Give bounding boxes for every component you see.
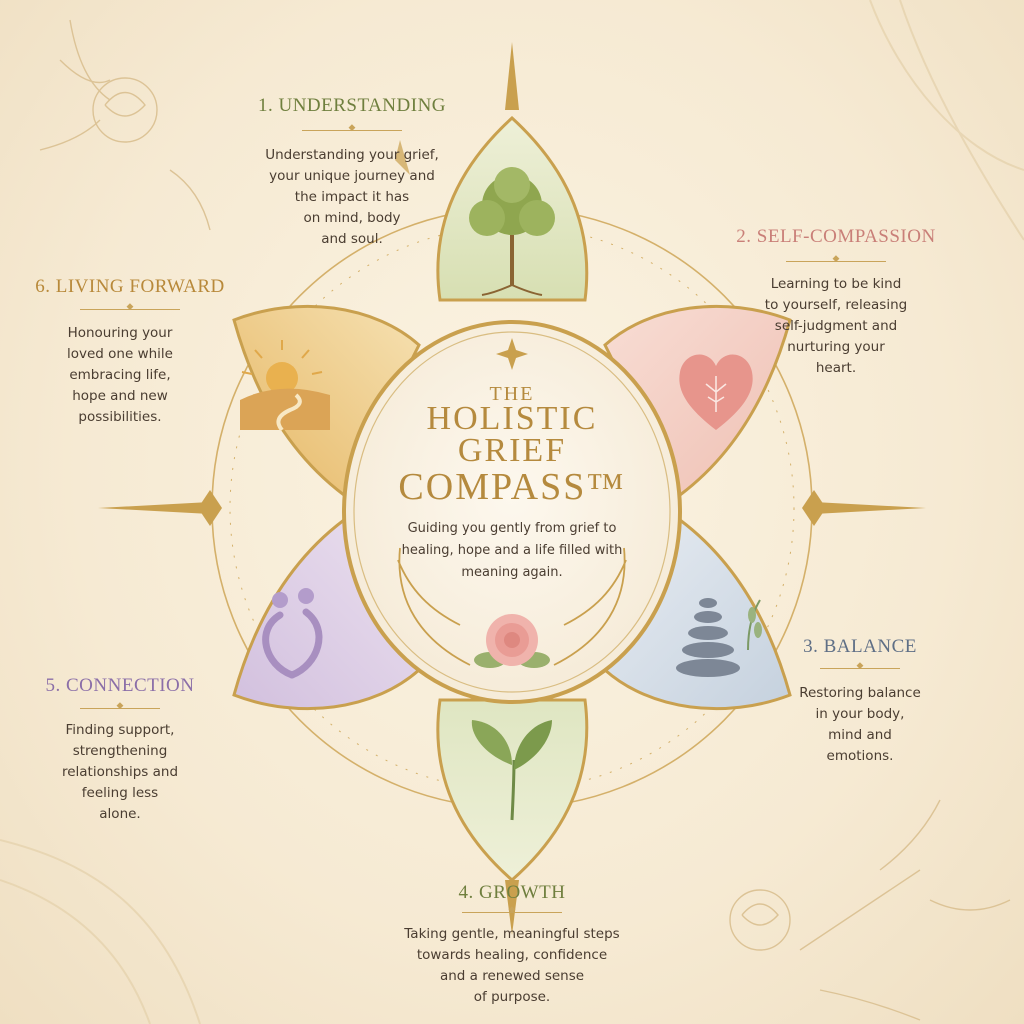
rose-line-art-icon xyxy=(39,19,211,231)
pillar-living-forward-label: 6. LIVING FORWARD xyxy=(20,276,240,298)
pillar-title: 3. BALANCE xyxy=(803,636,917,657)
pillar-title: 1. UNDERSTANDING xyxy=(257,95,447,116)
pillar-growth-label: 4. GROWTH xyxy=(382,882,642,904)
pillar-title: 6. LIVING FORWARD xyxy=(35,276,225,297)
pillar-growth-text: Taking gentle, meaningful steps towards … xyxy=(404,926,620,1005)
center-medallion xyxy=(342,320,682,704)
title-divider xyxy=(786,261,886,262)
tree-icon xyxy=(469,167,555,296)
pillar-balance-text: Restoring balance in your body, mind and… xyxy=(799,685,921,764)
rose-line-art-icon xyxy=(729,799,1011,1021)
pillar-title: 4. GROWTH xyxy=(458,882,566,903)
petal-self-compassion xyxy=(603,304,792,498)
petal-living-forward xyxy=(232,304,421,498)
center-tagline: Guiding you gently from grief to healing… xyxy=(401,521,623,580)
pillar-living-forward-text: Honouring your loved one while embracing… xyxy=(67,325,173,425)
stacked-stones-icon xyxy=(676,598,762,677)
title-divider xyxy=(462,912,562,913)
hands-rose-icon xyxy=(397,547,627,668)
center-title-line4: COMPASS™ xyxy=(398,466,626,508)
pillar-self-compassion-text: Learning to be kind to yourself, releasi… xyxy=(764,276,908,376)
pillar-understanding-text: Understanding your grief, your unique jo… xyxy=(265,147,439,247)
center-title-line3: GRIEF xyxy=(457,432,567,469)
title-divider xyxy=(80,708,160,709)
compass-needles xyxy=(98,42,926,935)
petal-balance xyxy=(603,517,792,711)
star-icon xyxy=(496,338,528,370)
pillar-title: 2. SELF-COMPASSION xyxy=(736,226,936,247)
petal-connection xyxy=(232,517,421,711)
center-title-line1: THE xyxy=(489,383,535,405)
pillar-understanding-label: 1. UNDERSTANDING xyxy=(232,95,472,117)
title-divider xyxy=(302,130,402,131)
pillar-connection-label: 5. CONNECTION xyxy=(30,675,210,697)
sprout-icon xyxy=(471,720,552,821)
pillar-self-compassion-label: 2. SELF-COMPASSION xyxy=(716,226,956,248)
petal-understanding xyxy=(436,115,589,302)
pillar-title: 5. CONNECTION xyxy=(45,675,195,696)
embracing-figures-icon xyxy=(262,588,323,679)
pillar-connection-text: Finding support, strengthening relations… xyxy=(61,722,179,822)
petal-growth xyxy=(436,698,589,882)
center-title-line2: HOLISTIC xyxy=(426,400,598,437)
title-divider xyxy=(80,309,180,310)
pillar-balance-label: 3. BALANCE xyxy=(780,636,940,658)
title-divider xyxy=(820,668,900,669)
sunrise-path-icon xyxy=(240,340,330,432)
